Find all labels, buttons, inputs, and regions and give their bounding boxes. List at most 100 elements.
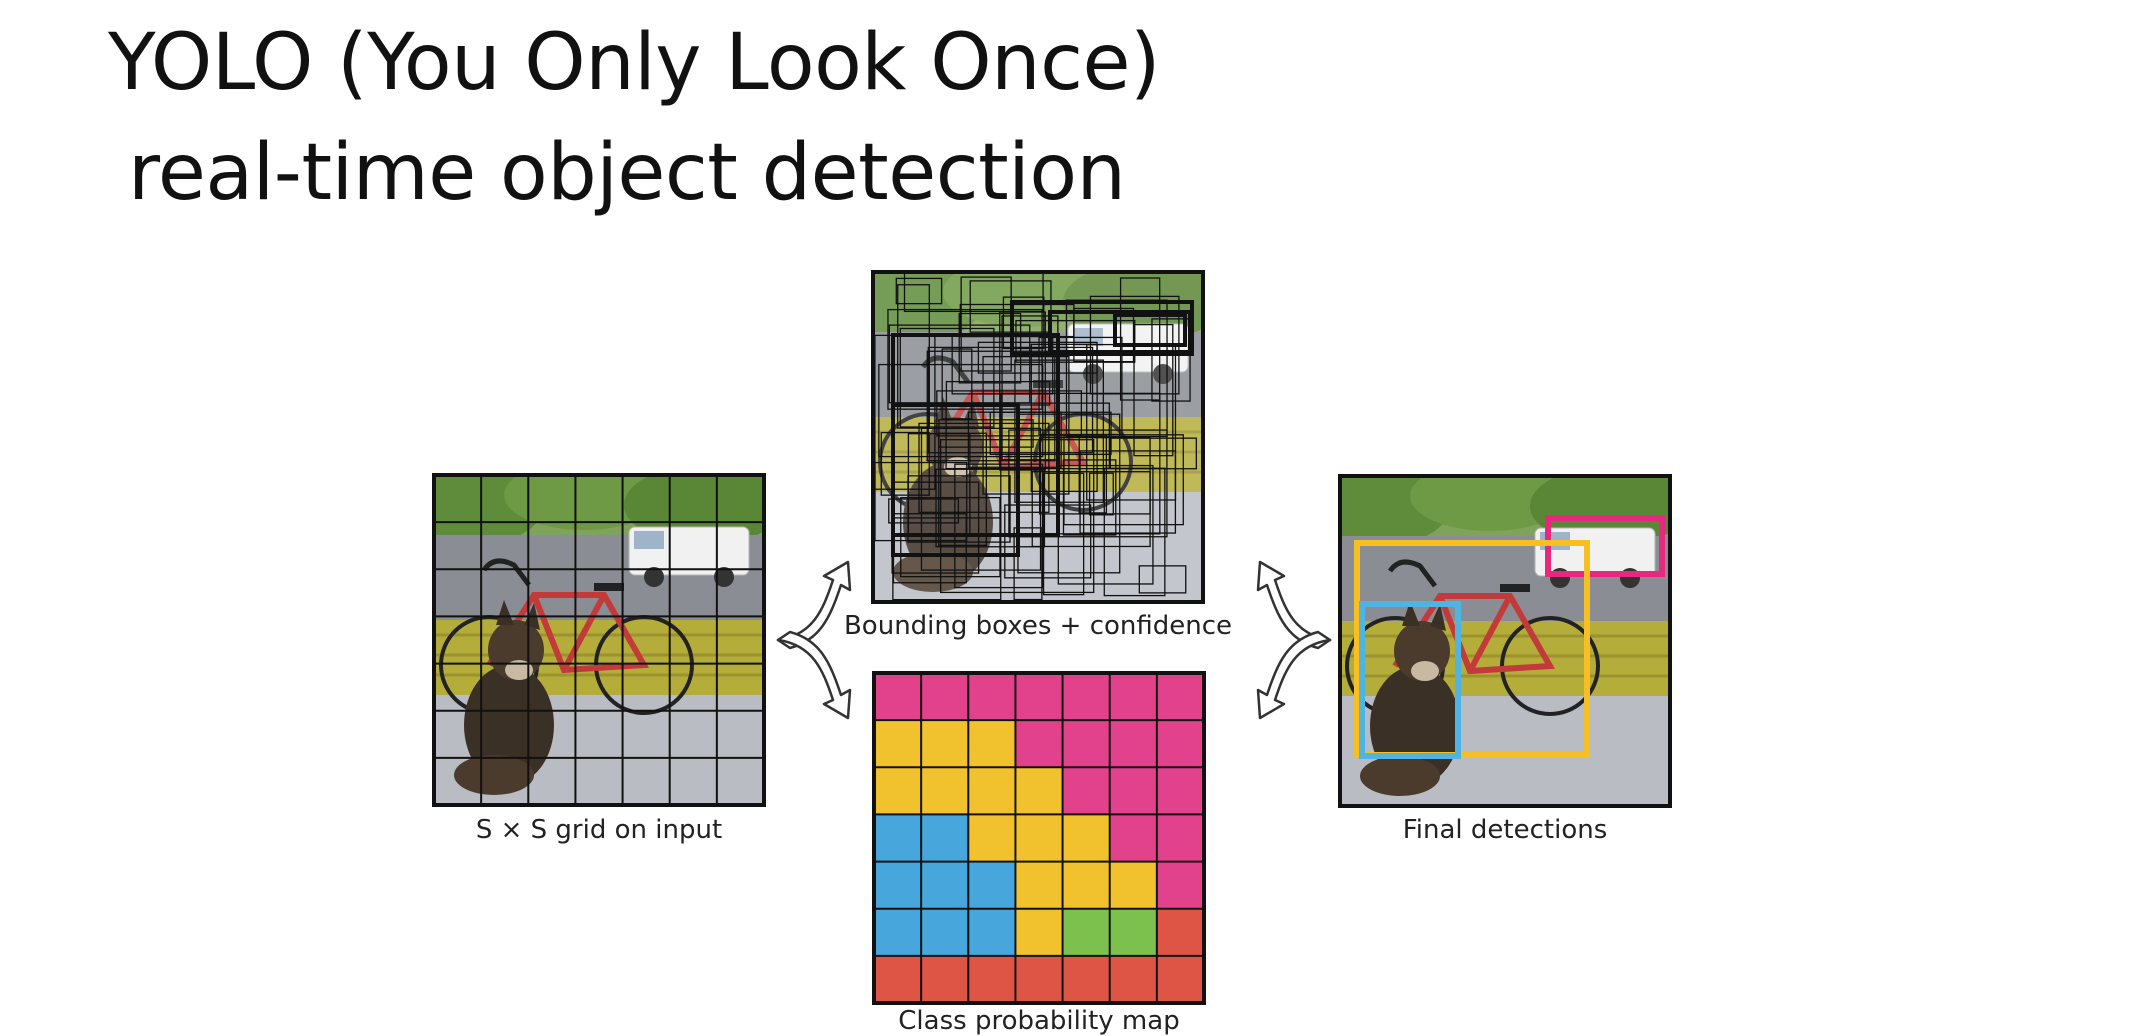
candidate-box <box>918 422 1050 513</box>
class-map-cell <box>1015 861 1063 909</box>
candidate-box <box>1133 323 1174 457</box>
class-map-cell <box>968 673 1016 721</box>
class-map-cell <box>1156 767 1204 815</box>
class-map-cell <box>874 673 922 721</box>
class-map-cell <box>1015 955 1063 1003</box>
input-frame <box>432 473 766 807</box>
class-map-cell <box>1156 908 1204 956</box>
class-map-cell <box>1062 814 1110 862</box>
input-grid-panel: S × S grid on input <box>404 460 784 845</box>
class-map-cell <box>968 955 1016 1003</box>
candidate-box-strong <box>1113 313 1187 347</box>
class-map-cell <box>874 814 922 862</box>
arrow-input-split <box>776 560 852 720</box>
class-map-cell <box>921 955 969 1003</box>
candidate-box <box>880 431 930 496</box>
candidate-box <box>1063 434 1184 526</box>
candidate-box <box>1031 471 1151 548</box>
candidate-box <box>1004 504 1092 579</box>
candidate-box <box>954 463 1044 589</box>
title-line-2: real-time object detection <box>128 128 1126 218</box>
candidate-box <box>887 308 1043 410</box>
input-grid-lines <box>434 475 764 805</box>
bounding-boxes-panel: Bounding boxes + confidence <box>844 270 1232 641</box>
class-map-cell <box>1062 955 1110 1003</box>
class-map-cell <box>968 861 1016 909</box>
class-map-grid-lines <box>874 673 1204 1003</box>
class-map-cell <box>1015 720 1063 768</box>
candidate-boxes <box>874 272 1197 601</box>
candidate-box <box>1088 472 1114 516</box>
slide-title: YOLO (You Only Look Once) real-time obje… <box>108 8 1160 228</box>
class-map-cell <box>1156 720 1204 768</box>
candidate-box-strong <box>1048 310 1192 354</box>
class-map-cell <box>1062 767 1110 815</box>
class-map-cell <box>1156 955 1204 1003</box>
class-map-cell <box>1156 814 1204 862</box>
class-map-cell <box>874 767 922 815</box>
class-map-cell <box>874 720 922 768</box>
class-map-cell <box>921 861 969 909</box>
class-map-cell <box>1062 908 1110 956</box>
candidate-box <box>941 348 973 420</box>
class-map-cell <box>921 908 969 956</box>
candidate-box <box>1119 277 1161 401</box>
candidate-box <box>1151 318 1191 402</box>
class-map-cell <box>921 720 969 768</box>
caption-classmap: Class probability map <box>898 1006 1179 1036</box>
candidate-box <box>958 312 1022 384</box>
class-map-cell <box>1109 673 1157 721</box>
class-map-cell <box>874 955 922 1003</box>
title-line-1: YOLO (You Only Look Once) <box>108 18 1160 108</box>
class-map-cell <box>1062 673 1110 721</box>
caption-boxes: Bounding boxes + confidence <box>844 611 1232 641</box>
class-map-cell <box>921 673 969 721</box>
arrow-merge-to-final <box>1256 560 1332 720</box>
detection-bicycle-box <box>1354 540 1590 758</box>
candidate-box <box>1013 527 1043 601</box>
class-map-cell <box>874 861 922 909</box>
class-map-cell <box>921 767 969 815</box>
class-map-cell <box>1062 720 1110 768</box>
class-probability-panel: Class probability map <box>872 671 1206 1036</box>
candidate-box <box>895 277 943 305</box>
final-detections-panel: Final detections <box>1338 474 1672 845</box>
class-map-cell <box>1015 673 1063 721</box>
candidate-box <box>1138 565 1187 594</box>
class-map-cell <box>1156 861 1204 909</box>
class-map-cell <box>1015 814 1063 862</box>
class-map-cell <box>921 814 969 862</box>
candidate-box <box>1030 343 1098 493</box>
candidate-box <box>1015 319 1136 363</box>
input-photo <box>404 460 784 805</box>
class-map-cells <box>874 673 1204 1003</box>
class-map-cell <box>1109 955 1157 1003</box>
final-frame <box>1338 474 1672 808</box>
caption-grid: S × S grid on input <box>476 815 722 845</box>
candidate-box <box>1008 429 1168 538</box>
candidate-box-strong <box>891 403 1020 557</box>
boxes-frame <box>871 270 1205 604</box>
class-map-cell <box>968 720 1016 768</box>
candidate-box <box>897 284 930 429</box>
class-map-cell <box>1015 908 1063 956</box>
class-map-cell <box>968 814 1016 862</box>
class-map-cell <box>968 767 1016 815</box>
class-map-cell <box>1015 767 1063 815</box>
class-map-cell <box>874 908 922 956</box>
class-map-cell <box>1062 861 1110 909</box>
class-map-cell <box>1109 908 1157 956</box>
candidate-box <box>888 498 960 524</box>
class-map-cell <box>1109 720 1157 768</box>
candidate-box <box>900 496 1001 578</box>
classmap-frame <box>872 671 1206 1005</box>
candidate-box <box>1109 437 1197 470</box>
detection-dog-box <box>1359 601 1461 759</box>
candidate-box <box>899 327 995 428</box>
candidate-box <box>874 461 968 542</box>
class-map-cell <box>1109 861 1157 909</box>
class-map-cell <box>1109 767 1157 815</box>
caption-final: Final detections <box>1403 815 1608 845</box>
candidate-box <box>878 363 1044 458</box>
